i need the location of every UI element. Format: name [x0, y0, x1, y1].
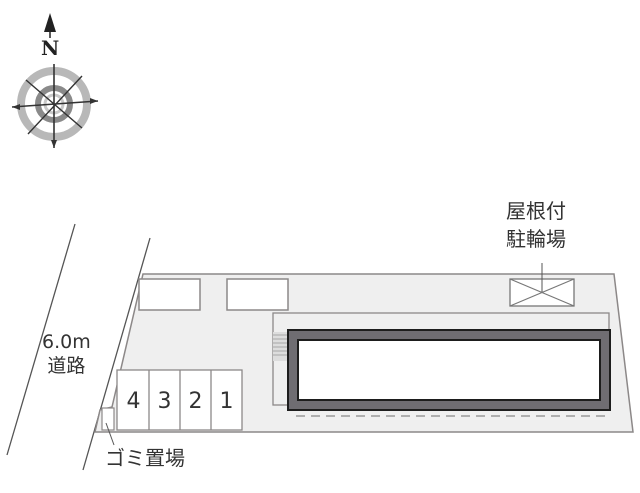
parking-slot-2: 2	[188, 388, 203, 414]
parking-row	[116, 369, 243, 431]
parking-slot-4: 4	[126, 388, 141, 414]
bicycle-parking-icon	[509, 263, 575, 307]
trash-area-label: ゴミ置場	[105, 446, 185, 470]
parking-slot-3: 3	[157, 388, 172, 414]
bicycle-parking-label: 屋根付 駐輪場	[506, 199, 566, 251]
road-edge-right	[82, 237, 151, 471]
stairs-icon	[273, 332, 288, 361]
building	[287, 329, 611, 411]
road-width: 6.0m	[42, 331, 91, 353]
trash-leader-line	[105, 422, 115, 446]
road-name: 道路	[47, 355, 86, 377]
north-label: N	[41, 36, 60, 60]
parking-slot-1: 1	[219, 388, 234, 414]
road-edge-left	[6, 223, 76, 456]
parking-space-top-1	[138, 278, 201, 311]
trash-area	[101, 407, 115, 431]
compass-rose-icon	[11, 13, 99, 148]
parking-space-top-2	[226, 278, 289, 311]
road-label: 6.0m 道路	[42, 330, 91, 378]
